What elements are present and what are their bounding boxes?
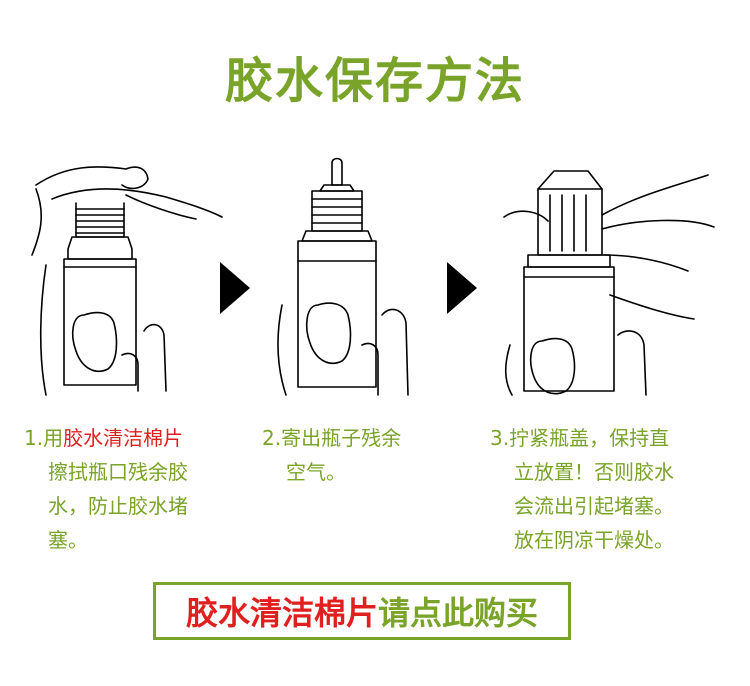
step-2-text: 2.寄出瓶子残余 空气。 [262,421,401,489]
step-1-text: 1.用胶水清洁棉片 擦拭瓶口残余胶 水，防止胶水堵 塞。 [24,421,188,557]
squeeze-air-illustration [277,157,409,396]
step-2-line-1: 寄出瓶子残余 [281,426,402,450]
step-1-number: 1. [24,426,44,450]
wipe-bottle-illustration [31,166,223,396]
cta-rest: 请点此购买 [378,594,539,632]
step-1-highlight: 胶水清洁棉片 [63,426,184,450]
next-arrow-icon [220,262,250,314]
next-arrow-icon-2 [447,262,477,314]
step-3-text: 3.拧紧瓶盖，保持直 立放置！否则胶水 会流出引起堵塞。 放在阴凉干燥处。 [490,421,674,557]
page-title: 胶水保存方法 [224,53,525,109]
step-2-number: 2. [262,426,282,450]
step-1-prefix: 用 [43,426,64,450]
step-3-line-2: 立放置！否则胶水 [514,460,674,484]
buy-cleaning-pad-button[interactable]: 胶水清洁棉片请点此购买 [153,582,571,640]
step-2-line-2: 空气。 [286,460,346,484]
step-3-line-4: 放在阴凉干燥处。 [514,528,674,552]
step-1-line-2: 擦拭瓶口残余胶 [48,460,188,484]
step-1-line-4: 塞。 [48,528,88,552]
step-3-line-1: 拧紧瓶盖，保持直 [509,426,670,450]
step-1-line-3: 水，防止胶水堵 [48,494,188,518]
step-3-line-3: 会流出引起堵塞。 [514,494,674,518]
tighten-cap-illustration [503,170,715,396]
cta-highlight: 胶水清洁棉片 [185,594,378,632]
step-3-number: 3. [490,426,510,450]
